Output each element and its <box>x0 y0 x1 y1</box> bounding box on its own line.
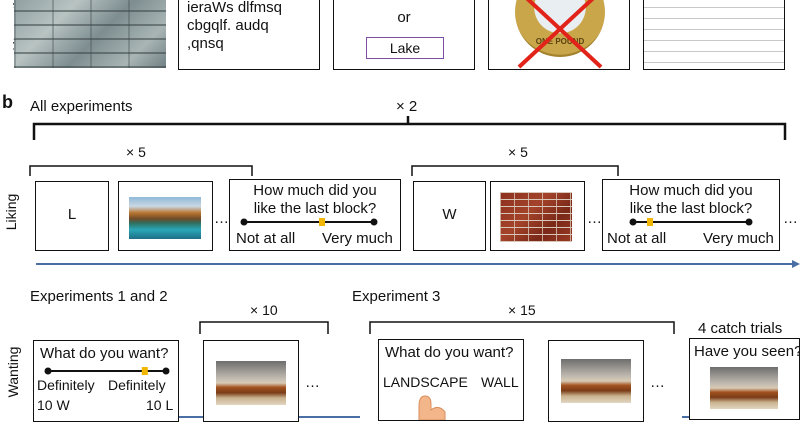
liking-scale-1 <box>240 218 378 226</box>
pointing-hand-icon <box>418 395 446 420</box>
repeat-exp12: × 10 <box>250 302 278 318</box>
wanting-row-label: Wanting <box>5 346 21 398</box>
liking-rating-card-1: How much did you like the last block? No… <box>229 179 401 251</box>
scrambled-line-2: cbgqlf. audq <box>187 17 269 34</box>
exp3-question: What do you want? <box>385 344 514 361</box>
word-choice-card: or Lake <box>333 0 475 70</box>
exp12-choice-card: What do you want? Definitely Definitely … <box>33 340 179 422</box>
liking-ellipsis-2: … <box>587 210 602 227</box>
beach-cliff-image-3 <box>710 367 778 409</box>
exp12-low: Definitely <box>37 377 95 393</box>
brick-image-card <box>490 181 585 251</box>
beach-image-card-1 <box>203 340 299 422</box>
exp3-option-left: LANDSCAPE <box>383 374 468 390</box>
or-text: or <box>397 9 411 26</box>
letter-w: W <box>442 206 457 223</box>
lake-option: Lake <box>366 37 444 59</box>
exp12-scale <box>44 367 170 375</box>
scrambled-line-3: ,qnsq <box>187 35 224 52</box>
brick-wall-image <box>500 192 572 242</box>
exp12-high: Definitely <box>108 377 166 393</box>
exp3-choice-card: What do you want? LANDSCAPE WALL <box>378 339 524 421</box>
liking-question-2a: How much did you <box>629 182 753 199</box>
liking-row-label: Liking <box>3 193 19 231</box>
beach-cliff-image-1 <box>216 361 286 405</box>
liking-rating-card-2: How much did you like the last block? No… <box>602 179 780 251</box>
catch-trial-card: Have you seen? <box>689 338 800 420</box>
all-experiments-label: All experiments <box>30 98 133 115</box>
exp12-question: What do you want? <box>40 345 169 362</box>
liking-high-2: Very much <box>703 230 774 247</box>
liking-question-1a: How much did you <box>253 182 377 199</box>
lake-image-card <box>118 181 213 251</box>
stone-wall-image <box>14 0 166 68</box>
letter-card-w: W <box>413 181 486 251</box>
beach-cliff-image-2 <box>561 359 631 403</box>
repeat-exp3: × 15 <box>508 302 536 318</box>
lake-option-label: Lake <box>389 40 421 56</box>
liking-repeat-left: × 5 <box>126 144 146 160</box>
scrambled-line-1: ieraWs dlfmsq <box>187 0 283 16</box>
exp3-option-right: WALL <box>481 374 519 390</box>
coin-card: ONE POUND <box>488 0 630 70</box>
lined-blank-card <box>643 0 785 70</box>
repeat-all-label: × 2 <box>396 98 418 115</box>
catch-trials-label: 4 catch trials <box>698 320 783 337</box>
cross-mark-icon <box>517 0 603 69</box>
liking-repeat-right: × 5 <box>508 144 528 160</box>
liking-ellipsis-1: … <box>214 210 229 227</box>
liking-scale-2 <box>629 218 753 226</box>
catch-question: Have you seen? <box>694 343 800 360</box>
exp12-high-value: 10 L <box>146 397 174 413</box>
liking-low-1: Not at all <box>236 230 296 247</box>
wanting-ellipsis-1: … <box>305 374 320 391</box>
exp3-label: Experiment 3 <box>352 288 441 305</box>
liking-question-2b: like the last block? <box>629 200 753 217</box>
mountain-lake-image <box>129 197 201 239</box>
wanting-ellipsis-2: … <box>650 374 665 391</box>
coin-text: ONE POUND <box>535 37 585 46</box>
exp12-low-value: 10 W <box>37 397 70 413</box>
letter-l: L <box>67 206 77 223</box>
letter-card-l: L <box>35 181 109 251</box>
liking-ellipsis-3: … <box>783 210 798 227</box>
exp12-label: Experiments 1 and 2 <box>30 288 168 305</box>
liking-question-1b: like the last block? <box>253 200 377 217</box>
liking-low-2: Not at all <box>607 230 667 247</box>
beach-image-card-2 <box>548 340 644 422</box>
panel-b-label: b <box>2 92 13 112</box>
scrambled-text-card: ieraWs dlfmsq cbgqlf. audq ,qnsq <box>178 0 320 70</box>
liking-high-1: Very much <box>322 230 393 247</box>
